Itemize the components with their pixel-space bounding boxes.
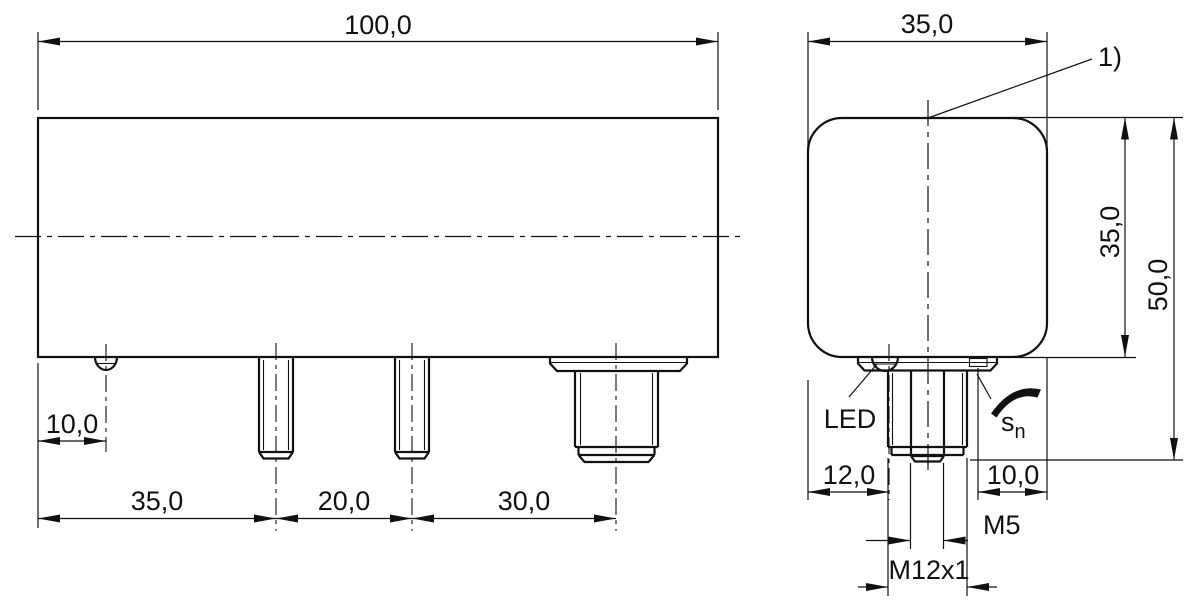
pin-1 — [257, 343, 295, 531]
connector-flange — [548, 357, 689, 373]
dim-led-position: 12,0 — [823, 460, 876, 490]
led-dome — [870, 356, 900, 373]
front-view: 35,0 1) 35,0 50,0 LED sn — [806, 9, 1183, 596]
footnote-ref: 1) — [1098, 42, 1122, 72]
side-view-dimensions: 100,0 10,0 35,0 20,0 30,0 — [37, 10, 719, 528]
dim-body-height: 35,0 — [1095, 206, 1125, 259]
dim-pin1-offset: 35,0 — [131, 486, 184, 516]
front-view-geometry — [806, 100, 1049, 500]
dim-pin-spacing: 20,0 — [318, 486, 371, 516]
connector-barrel-front — [886, 370, 969, 457]
sensing-leader — [976, 373, 992, 400]
connector — [548, 343, 689, 531]
sensing-range-label: sn — [1001, 407, 1026, 443]
dim-sensing-mark-offset: 10,0 — [987, 460, 1040, 490]
dim-connector-thread: M12x1 — [888, 555, 969, 585]
dim-connector-spacing: 30,0 — [498, 486, 551, 516]
sensing-mark — [968, 357, 988, 368]
pin-stud-front — [909, 370, 946, 463]
side-view-geometry — [15, 116, 740, 531]
housing-body-outline — [36, 116, 720, 359]
sensing-range-sub: n — [1015, 421, 1026, 443]
dim-led-offset: 10,0 — [46, 409, 99, 439]
led-leader — [848, 363, 878, 398]
front-view-dimensions: 35,0 1) 35,0 50,0 LED sn — [807, 9, 1183, 596]
dim-front-width: 35,0 — [901, 9, 954, 39]
footnote-leader — [927, 58, 1093, 119]
sensing-range-swoosh-icon — [991, 388, 1041, 418]
dim-overall-width: 100,0 — [344, 10, 412, 40]
dim-pin-thread: M5 — [983, 510, 1021, 540]
dim-overall-height: 50,0 — [1143, 259, 1173, 312]
side-view: 100,0 10,0 35,0 20,0 30,0 — [15, 10, 740, 531]
sensing-range-base: s — [1001, 407, 1015, 437]
pin-2 — [393, 343, 431, 531]
led-label: LED — [824, 404, 877, 434]
